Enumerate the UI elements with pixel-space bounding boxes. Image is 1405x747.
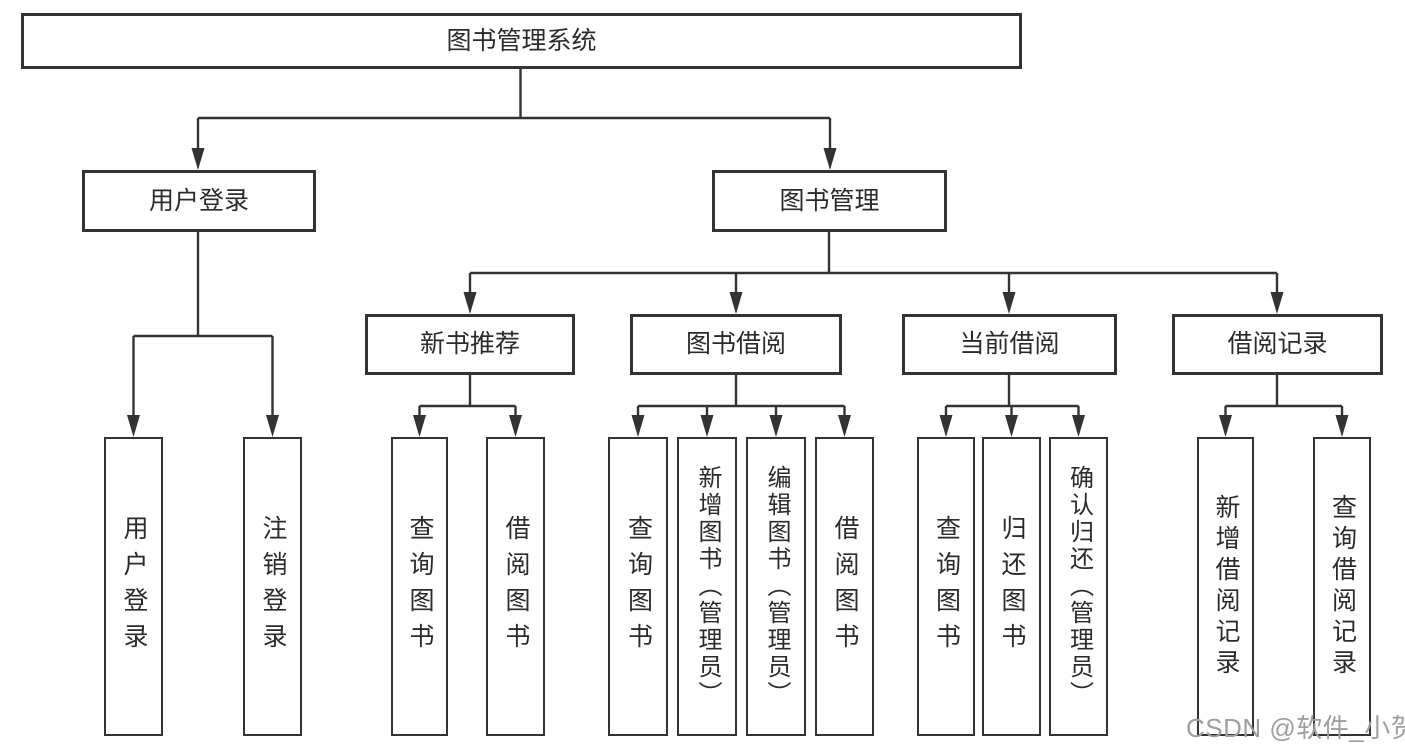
leaf-add-borrow-record: 新增借阅记录 xyxy=(1197,437,1254,736)
leaf-return-books: 归还图书 xyxy=(982,437,1041,736)
leaf-query-books-current: 查询图书 xyxy=(917,437,975,736)
leaf-confirm-return-admin: 确认归还（管理员） xyxy=(1049,437,1108,736)
node-borrowing-records: 借阅记录 xyxy=(1172,314,1383,375)
leaf-query-borrow-record: 查询借阅记录 xyxy=(1313,437,1371,736)
node-book-management: 图书管理 xyxy=(712,170,947,232)
leaf-add-books-admin: 新增图书（管理员） xyxy=(677,437,737,736)
node-new-book-recommendation: 新书推荐 xyxy=(365,314,575,375)
leaf-query-books-recommend: 查询图书 xyxy=(391,437,448,736)
node-user-login: 用户登录 xyxy=(82,170,316,232)
watermark: CSDN @软件_小贺同学 xyxy=(1186,713,1405,743)
leaf-edit-books-admin: 编辑图书（管理员） xyxy=(746,437,806,736)
node-current-borrowing: 当前借阅 xyxy=(902,314,1117,375)
leaf-user-login: 用户登录 xyxy=(104,437,163,736)
leaf-borrow-books-borrowing: 借阅图书 xyxy=(815,437,874,736)
leaf-query-books-borrowing: 查询图书 xyxy=(608,437,668,736)
node-book-borrowing: 图书借阅 xyxy=(630,314,842,375)
node-root: 图书管理系统 xyxy=(21,13,1022,69)
leaf-borrow-books-recommend: 借阅图书 xyxy=(486,437,545,736)
arrowheads xyxy=(127,148,1349,437)
leaf-logout-login: 注销登录 xyxy=(243,437,302,736)
